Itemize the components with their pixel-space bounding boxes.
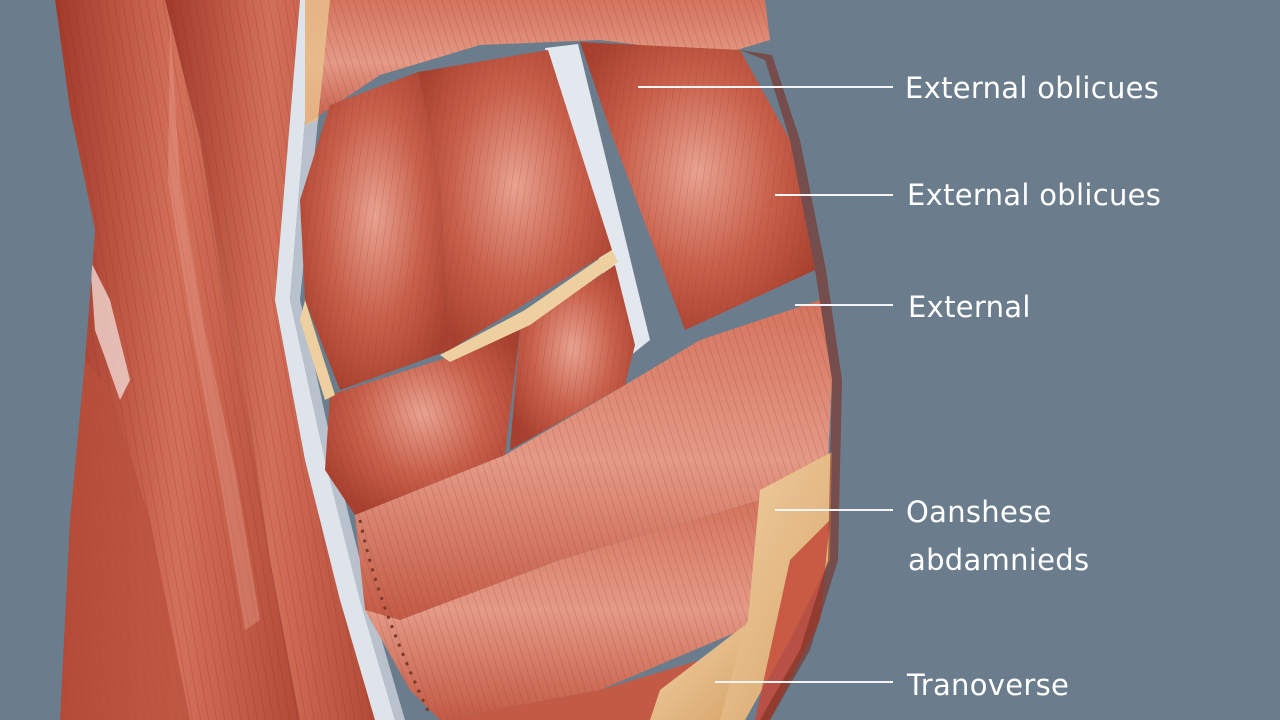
label-oanshese: Oanshese bbox=[906, 495, 1052, 529]
label-abdamnieds: abdamnieds bbox=[908, 543, 1089, 577]
rectus-abdominis bbox=[300, 42, 815, 515]
label-external-obliques-1: External oblicues bbox=[905, 71, 1159, 105]
label-tranoverse: Tranoverse bbox=[906, 668, 1069, 702]
label-external-obliques-2: External oblicues bbox=[907, 178, 1161, 212]
costal-band bbox=[305, 0, 770, 125]
labels: External oblicues External oblicues Exte… bbox=[905, 71, 1161, 702]
serratus-strap bbox=[165, 0, 375, 720]
label-external: External bbox=[908, 290, 1031, 324]
aponeurosis bbox=[650, 452, 832, 720]
left-flank-muscles bbox=[0, 0, 300, 720]
leader-lines bbox=[638, 86, 893, 683]
internal-oblique bbox=[355, 300, 832, 720]
